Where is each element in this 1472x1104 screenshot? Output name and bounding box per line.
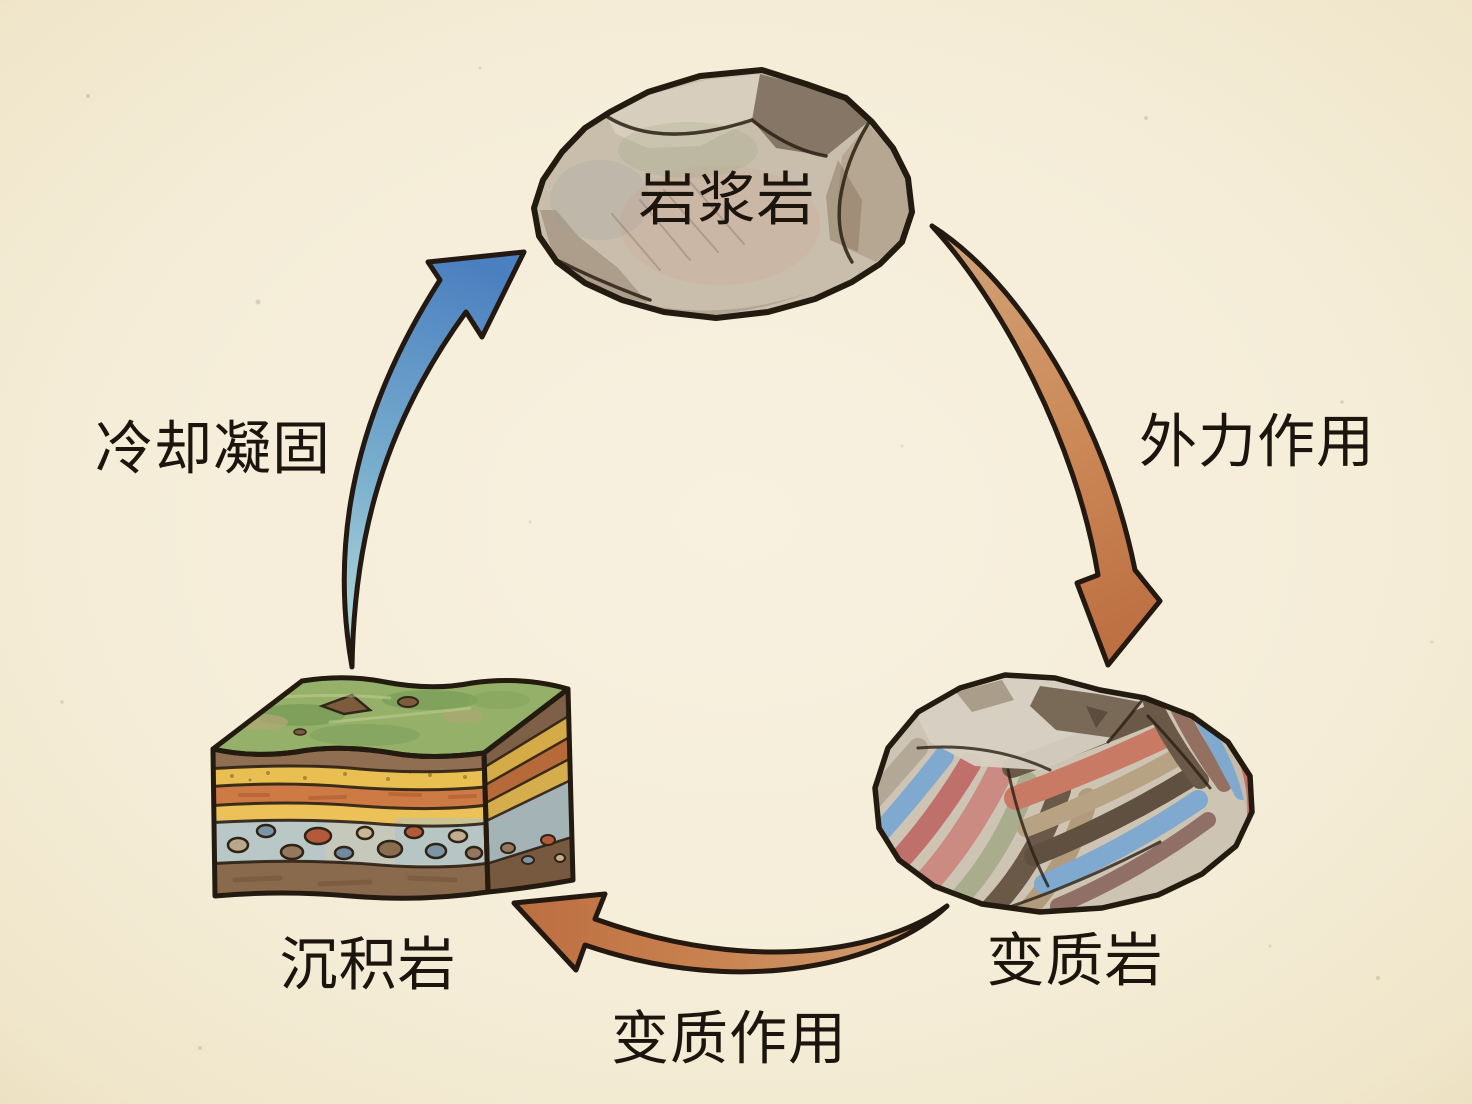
strata-right-face bbox=[484, 689, 573, 892]
sedimentary-rock-illustration bbox=[210, 675, 576, 901]
igneous-rock-illustration bbox=[531, 67, 915, 321]
label-metamorphism: 变质作用 bbox=[611, 1007, 847, 1072]
grass-top-face bbox=[213, 677, 568, 757]
strata-front-face bbox=[213, 748, 488, 899]
curved-arrow-down-icon bbox=[929, 223, 1163, 668]
label-igneous-rock: 岩浆岩 bbox=[638, 168, 815, 233]
label-cooling-solidification: 冷却凝固 bbox=[95, 417, 331, 482]
arrow-igneous-to-metamorphic bbox=[929, 223, 1163, 668]
paper-specks bbox=[60, 66, 1434, 1050]
curved-arrow-left-icon bbox=[511, 891, 950, 975]
label-metamorphic-rock: 变质岩 bbox=[986, 929, 1163, 994]
arrow-sedimentary-to-igneous bbox=[341, 249, 527, 670]
pebbles bbox=[226, 823, 484, 861]
label-external-forces: 外力作用 bbox=[1139, 410, 1375, 475]
metamorphic-rock-illustration bbox=[872, 672, 1255, 915]
label-sedimentary-rock: 沉积岩 bbox=[279, 933, 456, 998]
arrow-metamorphic-to-sedimentary bbox=[511, 891, 950, 975]
curved-arrow-up-icon bbox=[341, 249, 527, 670]
